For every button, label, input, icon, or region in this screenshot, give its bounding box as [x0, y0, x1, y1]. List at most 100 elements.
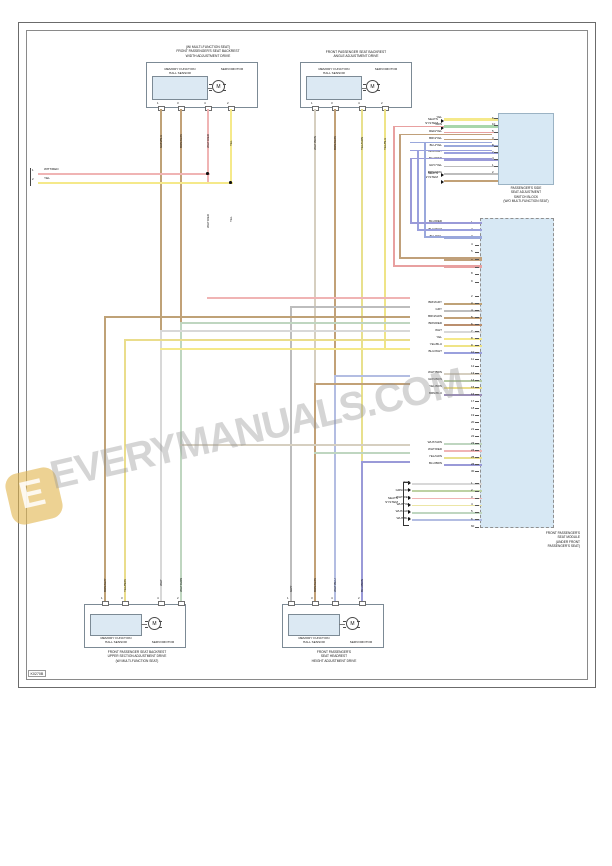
pin-tick	[494, 125, 498, 126]
pin-box	[102, 601, 109, 607]
pin-number: 5	[492, 129, 494, 134]
pin-number: 1	[471, 480, 473, 485]
pin-number: 10	[492, 122, 495, 126]
pin-number: 30	[471, 468, 475, 473]
internal-link	[208, 88, 213, 89]
bus-h-brn-gry	[104, 316, 410, 318]
bus-h-gry	[290, 306, 410, 308]
pin-number: 11	[471, 356, 475, 361]
pin-number: 3	[492, 136, 494, 140]
pin-wire	[444, 331, 482, 333]
pin-tick	[475, 237, 479, 238]
bus-h-brn-grn	[314, 383, 410, 385]
pin-tick	[475, 483, 479, 485]
wire-wht-brn	[314, 109, 316, 383]
pin-tick	[475, 359, 479, 361]
pin-wire	[444, 159, 498, 161]
wire-label: YEL/BRN	[123, 579, 127, 592]
route-blu-yel-v	[424, 142, 426, 236]
pin-wire	[444, 443, 482, 445]
pin-number: 3	[471, 300, 473, 305]
title-line-2: ANGLE ADJUSTMENT DRIVE	[333, 54, 379, 59]
pin-number: 1	[471, 220, 473, 224]
route-brn-yel-v	[399, 134, 401, 257]
pin-wire-label: BRN/GRY	[428, 300, 442, 305]
pin-wire-label: BRN/RED	[428, 321, 442, 326]
pin-number: 1	[311, 101, 313, 105]
caption-line-2: UPPER SECTION ADJUSTMENT DRIVE	[107, 654, 167, 659]
pin-tick	[494, 159, 498, 160]
pin-number: 6	[471, 516, 473, 521]
pin-box	[332, 601, 339, 607]
motor-brush	[223, 90, 226, 91]
motor-brush	[343, 627, 346, 628]
pin-box	[178, 601, 185, 607]
pin-wire-label: WHT/GRN	[395, 509, 410, 514]
pin-wire	[444, 266, 482, 269]
route-brn-yel	[399, 134, 492, 135]
pin-wire	[444, 338, 482, 340]
pin-wire-label: YEL/BLU	[429, 342, 442, 347]
pin-tick	[475, 338, 479, 340]
pin-wire	[444, 145, 498, 147]
junction-dot	[206, 172, 209, 175]
pin-tick	[475, 266, 479, 268]
seats-line-1: SEATS	[427, 171, 438, 175]
switch-block-caption: PASSENGER'S SIDE SEAT ADJUSTMENT SWITCH …	[470, 186, 582, 203]
pin-number: 4	[471, 502, 473, 507]
sw-wire-grn	[444, 126, 498, 128]
caption-line-3: (UNDER FRONT	[555, 539, 580, 544]
pin-tick	[475, 422, 479, 424]
pin-wire	[444, 352, 482, 354]
seats-brace	[403, 482, 409, 526]
pin-wire-label: WHT/RED	[428, 447, 442, 452]
seats-arrow	[441, 173, 444, 177]
pin-tick	[475, 436, 479, 438]
pin-wire-label: WHT/GRN	[427, 440, 442, 445]
hall-label-2: HALL SENSOR	[323, 70, 345, 75]
pin-tick	[475, 373, 479, 375]
pin-wire	[444, 125, 498, 127]
caption-line-3: SWITCH BLOCK	[513, 194, 539, 199]
wire-wht-red-horizontal	[38, 173, 210, 175]
seats-arrow	[441, 180, 444, 184]
pin-box	[122, 601, 129, 607]
bus-wire-wht	[160, 330, 162, 604]
title-line-1: FRONT PASSENGER SEAT BACKREST	[325, 50, 387, 54]
hall-label-1: MEMORY FUNCTION	[164, 67, 196, 71]
seats-arrow	[441, 126, 444, 130]
pin-wire	[444, 310, 482, 312]
bottom-left-drive-caption: FRONT PASSENGER SEAT BACKREST UPPER SECT…	[72, 650, 202, 663]
pin-number: 5	[471, 249, 473, 254]
pin-tick	[475, 324, 479, 326]
pin-number: 19	[471, 412, 475, 417]
motor-brush	[145, 621, 148, 622]
pin-wire	[412, 519, 482, 521]
pin-tick	[475, 252, 479, 253]
internal-link	[362, 88, 367, 89]
motor-brush	[377, 90, 380, 91]
pin-wire	[444, 237, 482, 239]
top-left-drive-title: (W/ MULTI-FUNCTION SEAT) FRONT PASSENGER…	[148, 45, 268, 58]
pin-tick	[475, 274, 479, 275]
pin-number: 1	[492, 163, 494, 168]
bus-wire-gry	[290, 306, 292, 604]
seats-line-1: SEATS	[387, 496, 398, 500]
pin-number: 6	[492, 115, 494, 120]
seats-system-label-bottom: SEATS SYSTEM	[372, 496, 398, 505]
hall-label-2: HALL SENSOR	[105, 639, 127, 644]
pin-tick	[494, 152, 498, 154]
pin-number: 2	[471, 293, 473, 298]
pin-wire-label: WHT	[435, 328, 442, 333]
pin-number: 4	[204, 101, 206, 105]
wire-label: WHT/RED	[206, 214, 210, 228]
caption-line-1: FRONT PASSENGER SEAT BACKREST	[107, 650, 167, 654]
wire-brn-grn-2	[334, 109, 336, 375]
pin-tick	[475, 401, 479, 403]
bus-h-wht-blu	[334, 375, 410, 377]
pin-wire	[412, 483, 482, 485]
pin-number: 26	[471, 461, 475, 466]
title-line-2: FRONT PASSENGER'S SEAT BACKREST	[176, 49, 240, 54]
pin-tick	[494, 118, 498, 120]
route-blu-wht	[410, 150, 492, 151]
